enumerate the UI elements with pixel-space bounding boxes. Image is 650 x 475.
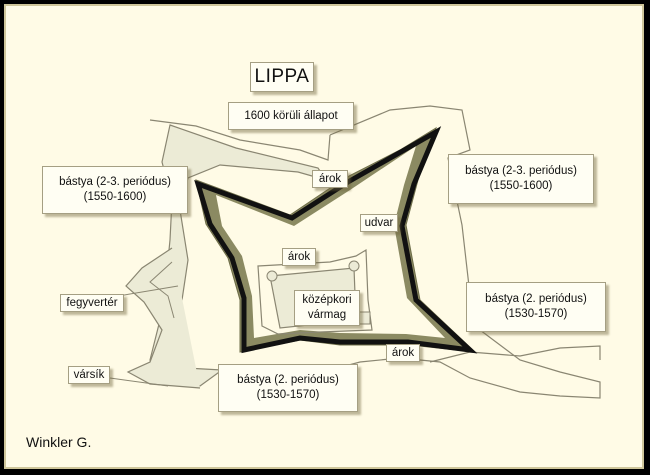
label-fegyverter: fegyvertér xyxy=(60,294,124,312)
label-bastion-ne: bástya (2-3. periódus) (1550-1600) xyxy=(448,154,594,204)
label-arok-north: árok xyxy=(312,170,348,188)
label-arok-south: árok xyxy=(386,344,420,362)
label-bastion-s: bástya (2. periódus) (1530-1570) xyxy=(218,364,358,412)
label-bastion-e: bástya (2. periódus) (1530-1570) xyxy=(466,282,606,332)
label-medieval-core: középkori vármag xyxy=(294,290,360,326)
map-title: LIPPA xyxy=(250,62,314,92)
covered-way xyxy=(149,119,331,161)
corner-tower-nw xyxy=(266,270,278,282)
main-wall xyxy=(194,126,478,354)
place-of-arms xyxy=(125,247,201,389)
leader-lines xyxy=(109,285,179,387)
label-bastion-nw: bástya (2-3. periódus) (1550-1600) xyxy=(42,166,188,214)
map-subtitle: 1600 körüli állapot xyxy=(228,102,354,130)
corner-tower-ne xyxy=(348,260,360,272)
label-varsik: vársík xyxy=(68,366,110,384)
author-credit: Winkler G. xyxy=(26,434,92,450)
label-arok-inner: árok xyxy=(282,248,316,266)
river-bank xyxy=(429,345,601,363)
label-udvar: udvar xyxy=(360,214,398,232)
